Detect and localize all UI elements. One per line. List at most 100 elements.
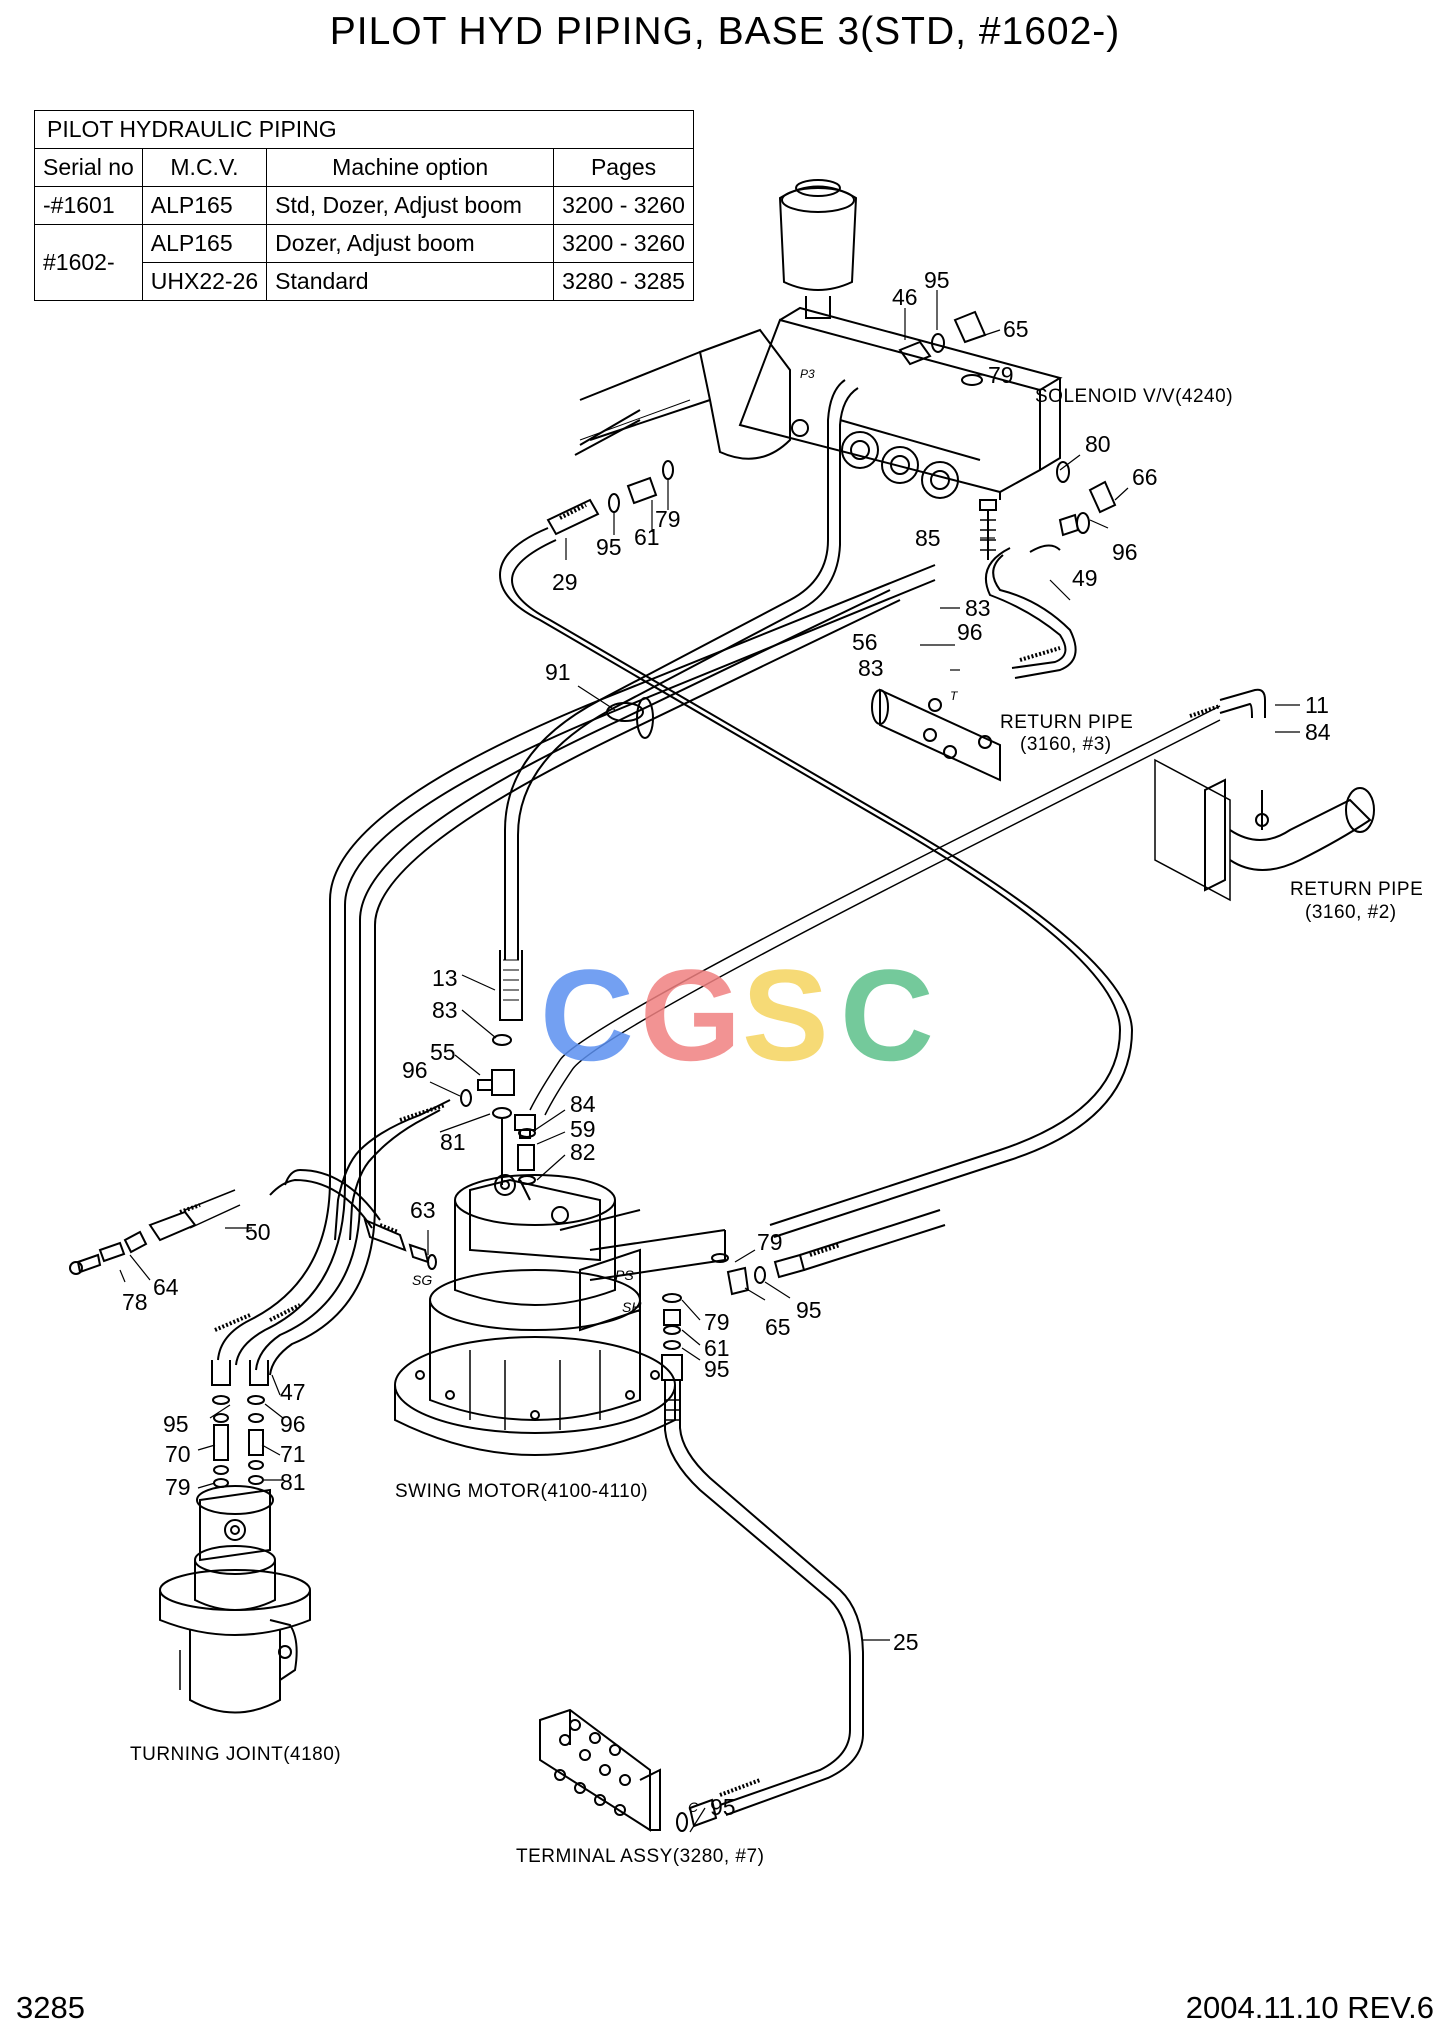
watermark-letter-c2: C xyxy=(840,942,934,1088)
return-pipe-3160-2 xyxy=(1154,758,1375,902)
cell-pages: 3200 - 3260 xyxy=(553,224,694,263)
cell-option: Standard xyxy=(266,262,555,301)
terminal-assy xyxy=(539,1708,661,1832)
date-revision: 2004.11.10 REV.6 xyxy=(1185,1990,1434,2025)
callout-61: 61 xyxy=(704,1335,730,1361)
callout-81: 81 xyxy=(280,1469,306,1495)
header-option: Machine option xyxy=(266,148,555,187)
callout-78: 78 xyxy=(122,1289,148,1315)
port-mark-c: C xyxy=(688,1799,699,1815)
callout-95: 95 xyxy=(163,1411,189,1437)
callout-47: 47 xyxy=(280,1379,306,1405)
callout-56: 56 xyxy=(852,629,878,655)
callout-84: 84 xyxy=(570,1091,596,1117)
callout-25: 25 xyxy=(893,1629,919,1655)
label-return-pipe-1: RETURN PIPE xyxy=(1000,712,1133,733)
watermark-letter-g: G xyxy=(640,942,741,1088)
label-solenoid: SOLENOID V/V(4240) xyxy=(1035,386,1233,407)
table-row: UHX22-26 Standard 3280 - 3285 xyxy=(35,262,694,301)
label-return-pipe-2: RETURN PIPE xyxy=(1290,879,1423,900)
callout-79: 79 xyxy=(165,1474,191,1500)
label-swing-motor: SWING MOTOR(4100-4110) xyxy=(395,1481,648,1502)
cell-pages: 3280 - 3285 xyxy=(553,262,694,301)
callout-65: 65 xyxy=(765,1314,791,1340)
return-pipe-3160-3 xyxy=(871,688,1001,782)
turning-joint-fittings xyxy=(212,1395,265,1488)
callout-59: 59 xyxy=(570,1116,596,1142)
page-title: PILOT HYD PIPING, BASE 3(STD, #1602-) xyxy=(329,10,1121,53)
callout-79: 79 xyxy=(988,362,1014,388)
callout-70: 70 xyxy=(165,1441,191,1467)
callout-83: 83 xyxy=(965,595,991,621)
port-mark-sh: SH xyxy=(622,1299,642,1315)
solenoid-valve xyxy=(574,179,1063,560)
cell-option: Std, Dozer, Adjust boom xyxy=(266,186,555,225)
label-return-pipe-1-ref: (3160, #3) xyxy=(1020,734,1112,755)
callout-71: 71 xyxy=(280,1441,306,1467)
header-mcv: M.C.V. xyxy=(141,148,268,187)
callout-63: 63 xyxy=(410,1197,436,1223)
callout-95: 95 xyxy=(704,1356,730,1382)
callout-79: 79 xyxy=(757,1229,783,1255)
cell-mcv: UHX22-26 xyxy=(141,262,268,301)
callout-55: 55 xyxy=(430,1039,456,1065)
turning-joint xyxy=(159,1485,311,1714)
callout-79: 79 xyxy=(704,1309,730,1335)
callout-66: 66 xyxy=(1132,464,1158,490)
cell-option: Dozer, Adjust boom xyxy=(266,224,555,263)
cell-serial: -#1601 xyxy=(34,186,143,225)
callout-61: 61 xyxy=(634,524,660,550)
callout-79: 79 xyxy=(655,506,681,532)
cell-mcv: ALP165 xyxy=(141,186,268,225)
callout-49: 49 xyxy=(1072,565,1098,591)
callout-83: 83 xyxy=(858,655,884,681)
pipe-bundle xyxy=(217,564,936,1361)
label-return-pipe-2-ref: (3160, #2) xyxy=(1305,902,1397,923)
callout-13: 13 xyxy=(432,965,458,991)
header-pages: Pages xyxy=(553,148,694,187)
watermark-logo: C G S C xyxy=(540,942,934,1088)
port-mark-p3: P3 xyxy=(800,367,815,381)
pilot-piping-table: PILOT HYDRAULIC PIPING Serial no M.C.V. … xyxy=(34,110,694,301)
hose-main xyxy=(504,379,846,960)
port-mark-sg: SG xyxy=(412,1272,432,1288)
callout-95: 95 xyxy=(924,267,950,293)
callout-96: 96 xyxy=(1112,539,1138,565)
callout-46: 46 xyxy=(892,284,918,310)
swing-right-fittings xyxy=(661,1209,946,1832)
callout-64: 64 xyxy=(153,1274,179,1300)
callout-96: 96 xyxy=(957,619,983,645)
port-mark-ps: PS xyxy=(615,1267,634,1283)
callout-84: 84 xyxy=(1305,719,1331,745)
callout-11: 11 xyxy=(1305,692,1329,718)
callouts: 46 95 65 79 80 66 96 85 79 61 95 29 49 8… xyxy=(122,267,1331,1820)
watermark-letter-c1: C xyxy=(540,942,634,1088)
callout-95: 95 xyxy=(710,1794,736,1820)
label-terminal-assy: TERMINAL ASSY(3280, #7) xyxy=(516,1846,764,1867)
leader-lines xyxy=(119,290,1300,1833)
callout-95: 95 xyxy=(596,534,622,560)
callout-65: 65 xyxy=(1003,316,1029,342)
swing-motor xyxy=(394,1174,726,1456)
hose-29 xyxy=(498,527,1122,1226)
callout-50: 50 xyxy=(245,1219,271,1245)
callout-96: 96 xyxy=(402,1057,428,1083)
callout-91: 91 xyxy=(545,659,571,685)
callout-80: 80 xyxy=(1085,431,1111,457)
port-mark-t: T xyxy=(950,689,959,703)
solenoid-fittings xyxy=(898,310,1117,537)
callout-85: 85 xyxy=(915,525,941,551)
callout-29: 29 xyxy=(552,569,578,595)
cell-serial: #1602- xyxy=(34,224,143,301)
cell-pages: 3200 - 3260 xyxy=(553,186,694,225)
callout-81: 81 xyxy=(440,1129,466,1155)
table-caption: PILOT HYDRAULIC PIPING xyxy=(34,110,694,149)
callout-82: 82 xyxy=(570,1139,596,1165)
label-turning-joint: TURNING JOINT(4180) xyxy=(130,1744,341,1765)
page-number: 3285 xyxy=(16,1990,85,2025)
callout-96: 96 xyxy=(280,1411,306,1437)
callout-83: 83 xyxy=(432,997,458,1023)
watermark-letter-s: S xyxy=(742,942,829,1088)
cell-mcv: ALP165 xyxy=(141,224,268,263)
